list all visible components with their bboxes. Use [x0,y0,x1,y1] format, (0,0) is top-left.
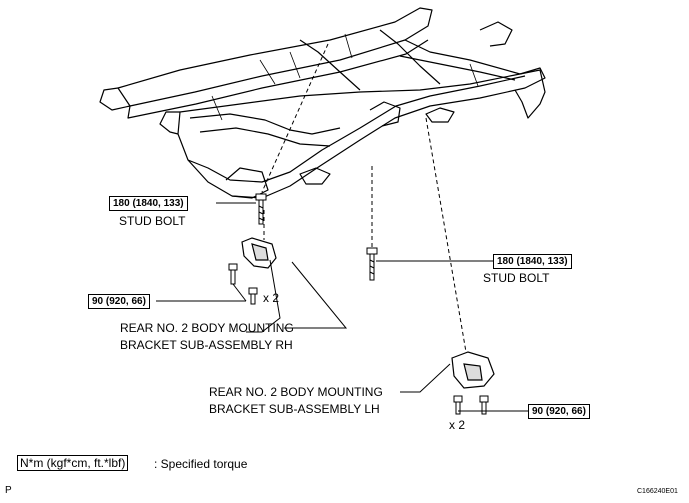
lh-bolt-torque-box: 90 (920, 66) [528,404,590,419]
rh-stud-torque-box: 180 (1840, 133) [109,196,188,211]
far-side-rail [117,7,433,107]
rh-stud-label: STUD BOLT [119,214,186,228]
legend-units-box: N*m (kgf*cm, ft.*lbf) [17,455,129,471]
rh-bolts [228,263,258,305]
front-crossmember [299,39,361,91]
lh-bracket-label-line2: BRACKET SUB-ASSEMBLY LH [209,402,380,416]
lh-bolts [453,395,489,415]
lh-bracket-label-line1: REAR NO. 2 BODY MOUNTING [209,385,383,399]
page-marker: P [5,485,12,496]
rh-bracket-label-line1: REAR NO. 2 BODY MOUNTING [120,321,294,335]
rh-bolt-torque-box: 90 (920, 66) [88,294,150,309]
lh-stud-label: STUD BOLT [483,271,550,285]
rh-stud-bolt [255,193,267,225]
legend-text: : Specified torque [154,457,248,471]
lh-stud-torque-box: 180 (1840, 133) [493,254,572,269]
lh-bolt-qty: x 2 [449,418,466,432]
rear-crossmember [404,39,521,75]
middle-crossmember [189,113,341,135]
rh-bolt-qty: x 2 [263,291,280,305]
near-side-rail [177,67,546,199]
rh-bracket [241,237,277,269]
figure-id: C166240E01 [637,488,678,495]
rh-bracket-label-line2: BRACKET SUB-ASSEMBLY RH [120,338,293,352]
lh-stud-bolt [366,247,378,281]
lh-bracket [451,351,495,389]
